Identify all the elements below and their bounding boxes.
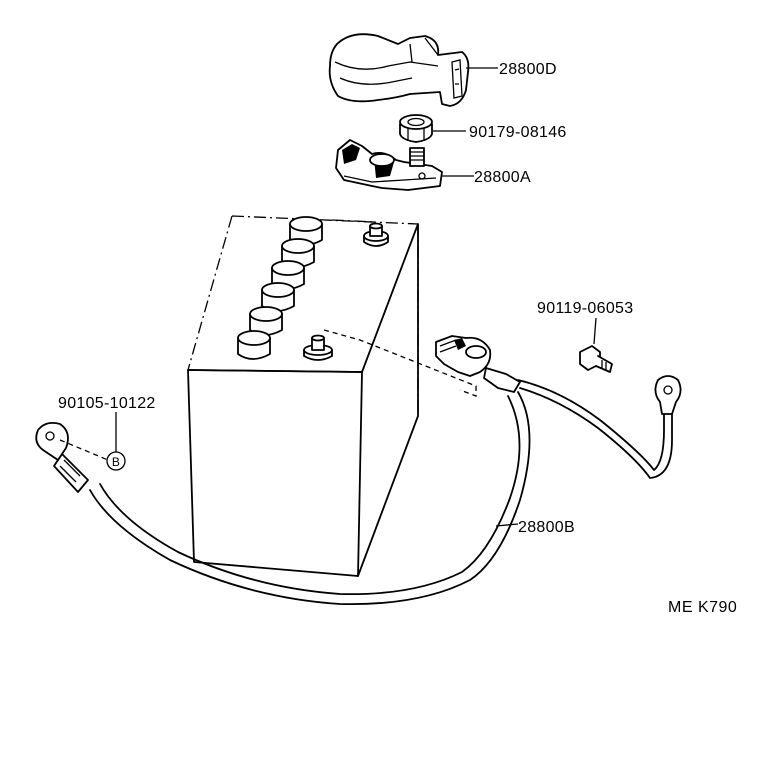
bolt xyxy=(579,317,613,373)
label-28800D: 28800D xyxy=(499,61,557,78)
nut xyxy=(399,114,466,143)
ring-terminal-left xyxy=(35,421,89,493)
battery xyxy=(187,215,477,577)
cable-assembly xyxy=(35,335,682,606)
cell-caps xyxy=(237,216,323,360)
ring-terminal-right xyxy=(654,375,682,415)
label-28800A: 28800A xyxy=(474,169,531,186)
terminal-cover xyxy=(328,33,498,107)
negative-post xyxy=(303,334,333,361)
positive-terminal xyxy=(335,139,474,191)
ground-marker-circle xyxy=(106,451,126,471)
positive-post xyxy=(363,222,389,247)
label-90119-06053: 90119-06053 xyxy=(537,300,633,317)
label-90179-08146: 90179-08146 xyxy=(469,124,567,141)
label-90105-10122: 90105-10122 xyxy=(58,395,156,412)
ground-marker-label: B xyxy=(112,455,120,469)
diagram-code: ME K790 xyxy=(668,599,737,616)
label-28800B: 28800B xyxy=(518,519,575,536)
